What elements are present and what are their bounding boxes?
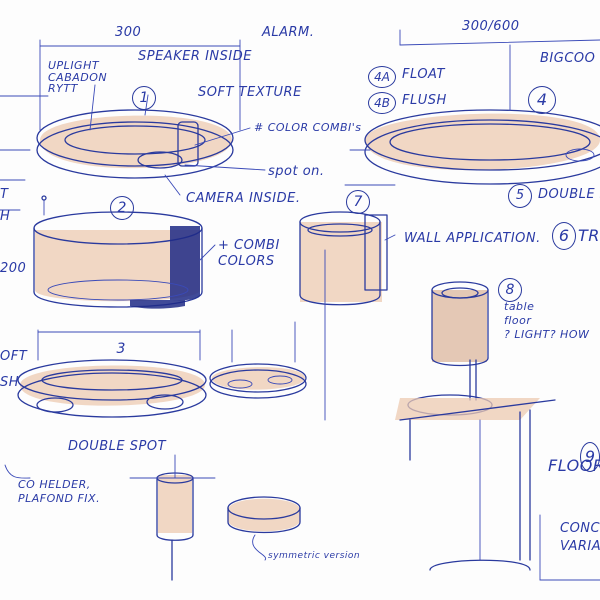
- left-h-label: H: [0, 209, 11, 224]
- marker-8: 8: [498, 278, 522, 302]
- big-ring-lamp-4: [349, 29, 600, 185]
- pendant-cylinder-lamp: [129, 454, 216, 581]
- dimension-line-300: [39, 39, 241, 131]
- float-label: FLOAT: [402, 67, 445, 82]
- flush-label: FLUSH: [402, 93, 447, 108]
- double-s-label: DOUBLE S: [538, 187, 600, 202]
- color-combis-label: # COLOR COMBI's: [254, 121, 362, 134]
- dimension-label-300-600: 300/600: [462, 19, 520, 34]
- leader-lines: [4, 84, 396, 479]
- left-200-label: 200: [0, 261, 27, 276]
- camera-inside-label: CAMERA INSIDE.: [186, 191, 301, 206]
- alarm-label: ALARM.: [262, 25, 315, 40]
- marker-6: 6: [552, 222, 576, 250]
- wall-application-label: WALL APPLICATION.: [404, 231, 541, 246]
- double-spot-label: DOUBLE SPOT: [68, 439, 167, 454]
- tri-label: TRI: [578, 226, 600, 245]
- left-oft-label: OFT: [0, 349, 28, 364]
- conce-varia-label: CONCE VARIA: [560, 521, 600, 555]
- marker-4a: 4A: [368, 66, 396, 88]
- ring-lamp-1: [36, 109, 234, 179]
- flat-disc-lamp: [209, 321, 307, 399]
- marker-5: 5: [508, 184, 532, 208]
- symmetric-puck-lamp: [227, 496, 301, 561]
- left-sh-label: SH: [0, 375, 20, 390]
- left-margin-marks: [0, 95, 49, 211]
- spot-on-label: spot on.: [268, 164, 325, 179]
- marker-2: 2: [110, 196, 134, 220]
- symmetric-version-label: symmetric version: [268, 551, 361, 561]
- co-helder-label: CO HELDER, PLAFOND FIX.: [18, 478, 101, 505]
- left-t-label: T: [0, 187, 9, 202]
- marker-3: 3: [116, 341, 126, 357]
- floor-lamp-9: [399, 399, 600, 581]
- marker-1: 1: [132, 86, 156, 110]
- wall-lamp-7: [299, 184, 396, 421]
- uplight-label: UPLIGHT CABADON RYTT: [48, 59, 108, 96]
- double-spot-lamp-3: [17, 329, 207, 418]
- dimension-label-300: 300: [115, 25, 142, 40]
- marker-7: 7: [346, 190, 370, 214]
- marker-9: 9: [580, 442, 600, 472]
- marker-4b: 4B: [368, 92, 396, 114]
- table-lamp-8: [395, 281, 540, 420]
- speaker-inside-label: SPEAKER INSIDE: [138, 49, 252, 64]
- table-floor-light-label: table floor ? LIGHT? HOW: [504, 300, 590, 341]
- marker-4: 4: [528, 86, 556, 114]
- combi-colors-label: + COMBI COLORS: [218, 238, 280, 269]
- bigcoo-label: BIGCOO: [540, 51, 596, 66]
- soft-texture-label: SOFT TEXTURE: [198, 85, 302, 100]
